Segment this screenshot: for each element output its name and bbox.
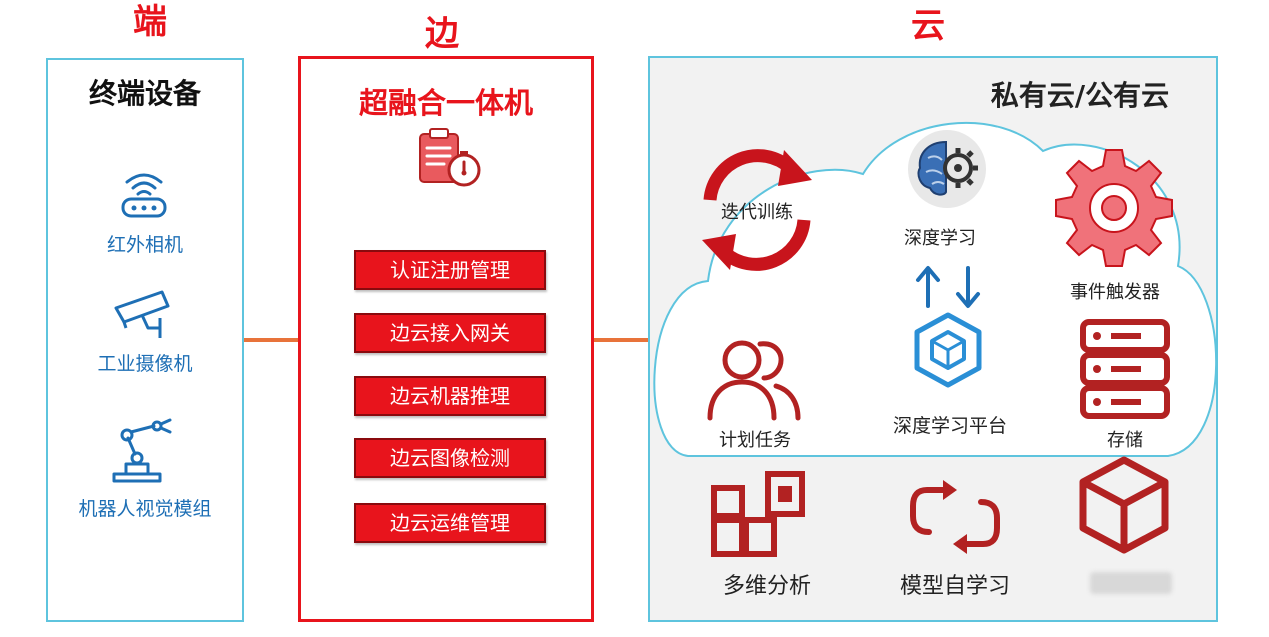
device-label-robot-vision: 机器人视觉模组 — [78, 498, 212, 520]
cloud-panel-title: 私有云/公有云 — [990, 79, 1170, 112]
cloud-label-multi-analysis: 多维分析 — [722, 574, 811, 599]
refresh-icon — [910, 480, 1000, 554]
gear-icon — [1055, 149, 1173, 267]
cloud-label-plan-task: 计划任务 — [719, 430, 791, 451]
edge-panel-title: 超融合一体机 — [358, 86, 533, 120]
blurred-watermark — [1090, 572, 1172, 594]
server-icon — [1080, 319, 1170, 419]
edge-item-edge-cloud-gateway: 边云接入网关 — [354, 313, 546, 353]
device-label-industrial-camera: 工业摄像机 — [97, 353, 193, 375]
robot-arm-icon — [112, 418, 172, 483]
grid-apps-icon — [711, 471, 805, 557]
device-panel-title: 终端设备 — [88, 77, 201, 110]
edge-item-ops-management: 边云运维管理 — [354, 503, 546, 543]
edge-item-image-detection: 边云图像检测 — [354, 438, 546, 478]
cloud-label-dl-platform: 深度学习平台 — [892, 415, 1007, 437]
cloud-label-iterative-training: 迭代训练 — [721, 202, 793, 223]
cube-icon — [914, 312, 982, 388]
cloud-label-deep-learning: 深度学习 — [904, 228, 976, 249]
device-panel — [46, 58, 244, 622]
up-down-arrows-icon — [916, 266, 980, 308]
device-edge-connector — [244, 338, 300, 342]
users-icon — [707, 340, 801, 421]
device-label-ir-camera: 红外相机 — [106, 234, 183, 256]
box-icon — [1079, 456, 1169, 554]
cycle-arrows-icon — [702, 149, 812, 271]
edge-cloud-connector — [594, 338, 648, 342]
device-column-title: 端 — [133, 2, 167, 42]
cloud-column-title: 云 — [911, 6, 945, 46]
edge-item-machine-inference: 边云机器推理 — [354, 376, 546, 416]
security-camera-icon — [114, 290, 170, 338]
edge-panel — [298, 56, 594, 622]
cloud-label-model-self-learning: 模型自学习 — [899, 574, 1010, 599]
clipboard-timer-icon — [419, 128, 481, 187]
cloud-label-storage: 存储 — [1107, 430, 1143, 451]
cloud-label-event-trigger: 事件触发器 — [1070, 282, 1160, 303]
edge-item-auth-registration: 认证注册管理 — [354, 250, 546, 290]
wifi-router-icon — [121, 173, 167, 218]
edge-column-title: 边 — [425, 14, 459, 54]
brain-gear-icon — [908, 130, 986, 208]
